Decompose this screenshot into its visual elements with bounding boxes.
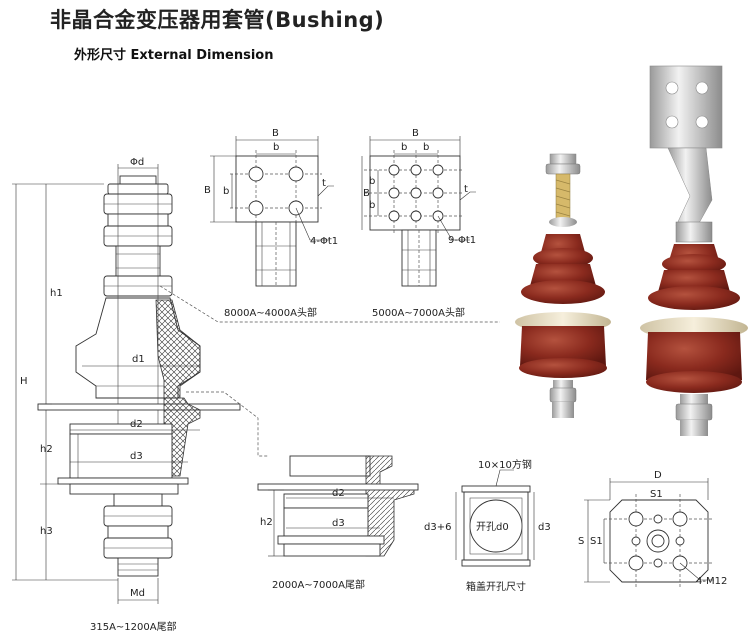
flange-holes-label: 4-M12 bbox=[696, 576, 727, 587]
cover-hole-drawing: 10×10方钢 d3+6 开孔d0 d3 箱盖开孔尺寸 bbox=[424, 458, 551, 593]
tail-detail-drawing: d2 d3 h2 2000A~7000A尾部 bbox=[257, 455, 419, 591]
dim-Md-label: Md bbox=[130, 588, 145, 599]
head-right-b-side2: b bbox=[369, 200, 375, 211]
head-right-b-top1: b bbox=[401, 142, 407, 153]
dim-H-label: H bbox=[20, 376, 28, 387]
main-drawing-caption: 315A~1200A尾部 bbox=[90, 620, 177, 633]
head-left-B-side: B bbox=[204, 185, 211, 196]
dim-phi-d-label: Φd bbox=[130, 157, 144, 168]
cover-hole-caption: 箱盖开孔尺寸 bbox=[466, 580, 526, 593]
tail-d3-label: d3 bbox=[332, 518, 345, 529]
flange-D-label: D bbox=[654, 470, 662, 481]
head-left-drawing: B b B b t 4-Φt1 8000A~4000A头部 bbox=[204, 128, 338, 319]
head-left-t: t bbox=[322, 178, 326, 189]
head-right-B-top: B bbox=[412, 128, 419, 139]
dim-h2-label: h2 bbox=[40, 444, 53, 455]
dim-d2-label: d2 bbox=[130, 419, 143, 430]
head-right-holes: 9-Φt1 bbox=[448, 235, 476, 246]
head-left-b-top: b bbox=[273, 142, 279, 153]
dim-h1-label: h1 bbox=[50, 288, 63, 299]
photo-bushing-right bbox=[640, 65, 748, 436]
dim-d3-label: d3 bbox=[130, 451, 143, 462]
head-left-holes: 4-Φt1 bbox=[310, 236, 338, 247]
main-bushing-drawing: Φd H h1 h2 h3 d1 d2 d3 Md 315A~1200A尾部 bbox=[12, 157, 241, 633]
tail-h2-label: h2 bbox=[260, 517, 273, 528]
tail-detail-caption: 2000A~7000A尾部 bbox=[272, 578, 365, 591]
flange-drawing: D S1 S S1 4-M12 bbox=[578, 470, 727, 588]
page-subtitle: 外形尺寸 External Dimension bbox=[74, 48, 274, 63]
tail-d2-label: d2 bbox=[332, 488, 345, 499]
dim-d1-label: d1 bbox=[132, 354, 145, 365]
page-title: 非晶合金变压器用套管(Bushing) bbox=[50, 8, 385, 32]
head-right-b-side1: b bbox=[369, 176, 375, 187]
head-left-caption: 8000A~4000A头部 bbox=[224, 306, 317, 319]
photo-bushing-left bbox=[515, 153, 611, 418]
head-right-caption: 5000A~7000A头部 bbox=[372, 306, 465, 319]
head-right-B-side: B bbox=[363, 188, 370, 199]
head-right-t: t bbox=[464, 184, 468, 195]
head-right-drawing: B b b B b b t 9-Φt1 5000A~7000A头部 bbox=[361, 128, 476, 319]
detail-leader-lines bbox=[159, 285, 500, 457]
head-left-b-side: b bbox=[223, 186, 229, 197]
cover-steel-label: 10×10方钢 bbox=[478, 458, 532, 471]
cover-d3-label: d3 bbox=[538, 522, 551, 533]
dim-h3-label: h3 bbox=[40, 526, 53, 537]
head-left-B-top: B bbox=[272, 128, 279, 139]
flange-S1-side-label: S1 bbox=[590, 536, 603, 547]
cover-d3-6-label: d3+6 bbox=[424, 522, 451, 533]
head-right-b-top2: b bbox=[423, 142, 429, 153]
bushing-product-photo bbox=[515, 65, 748, 436]
flange-S1-top-label: S1 bbox=[650, 489, 663, 500]
cover-hole-label: 开孔d0 bbox=[476, 521, 509, 533]
flange-S-label: S bbox=[578, 536, 584, 547]
